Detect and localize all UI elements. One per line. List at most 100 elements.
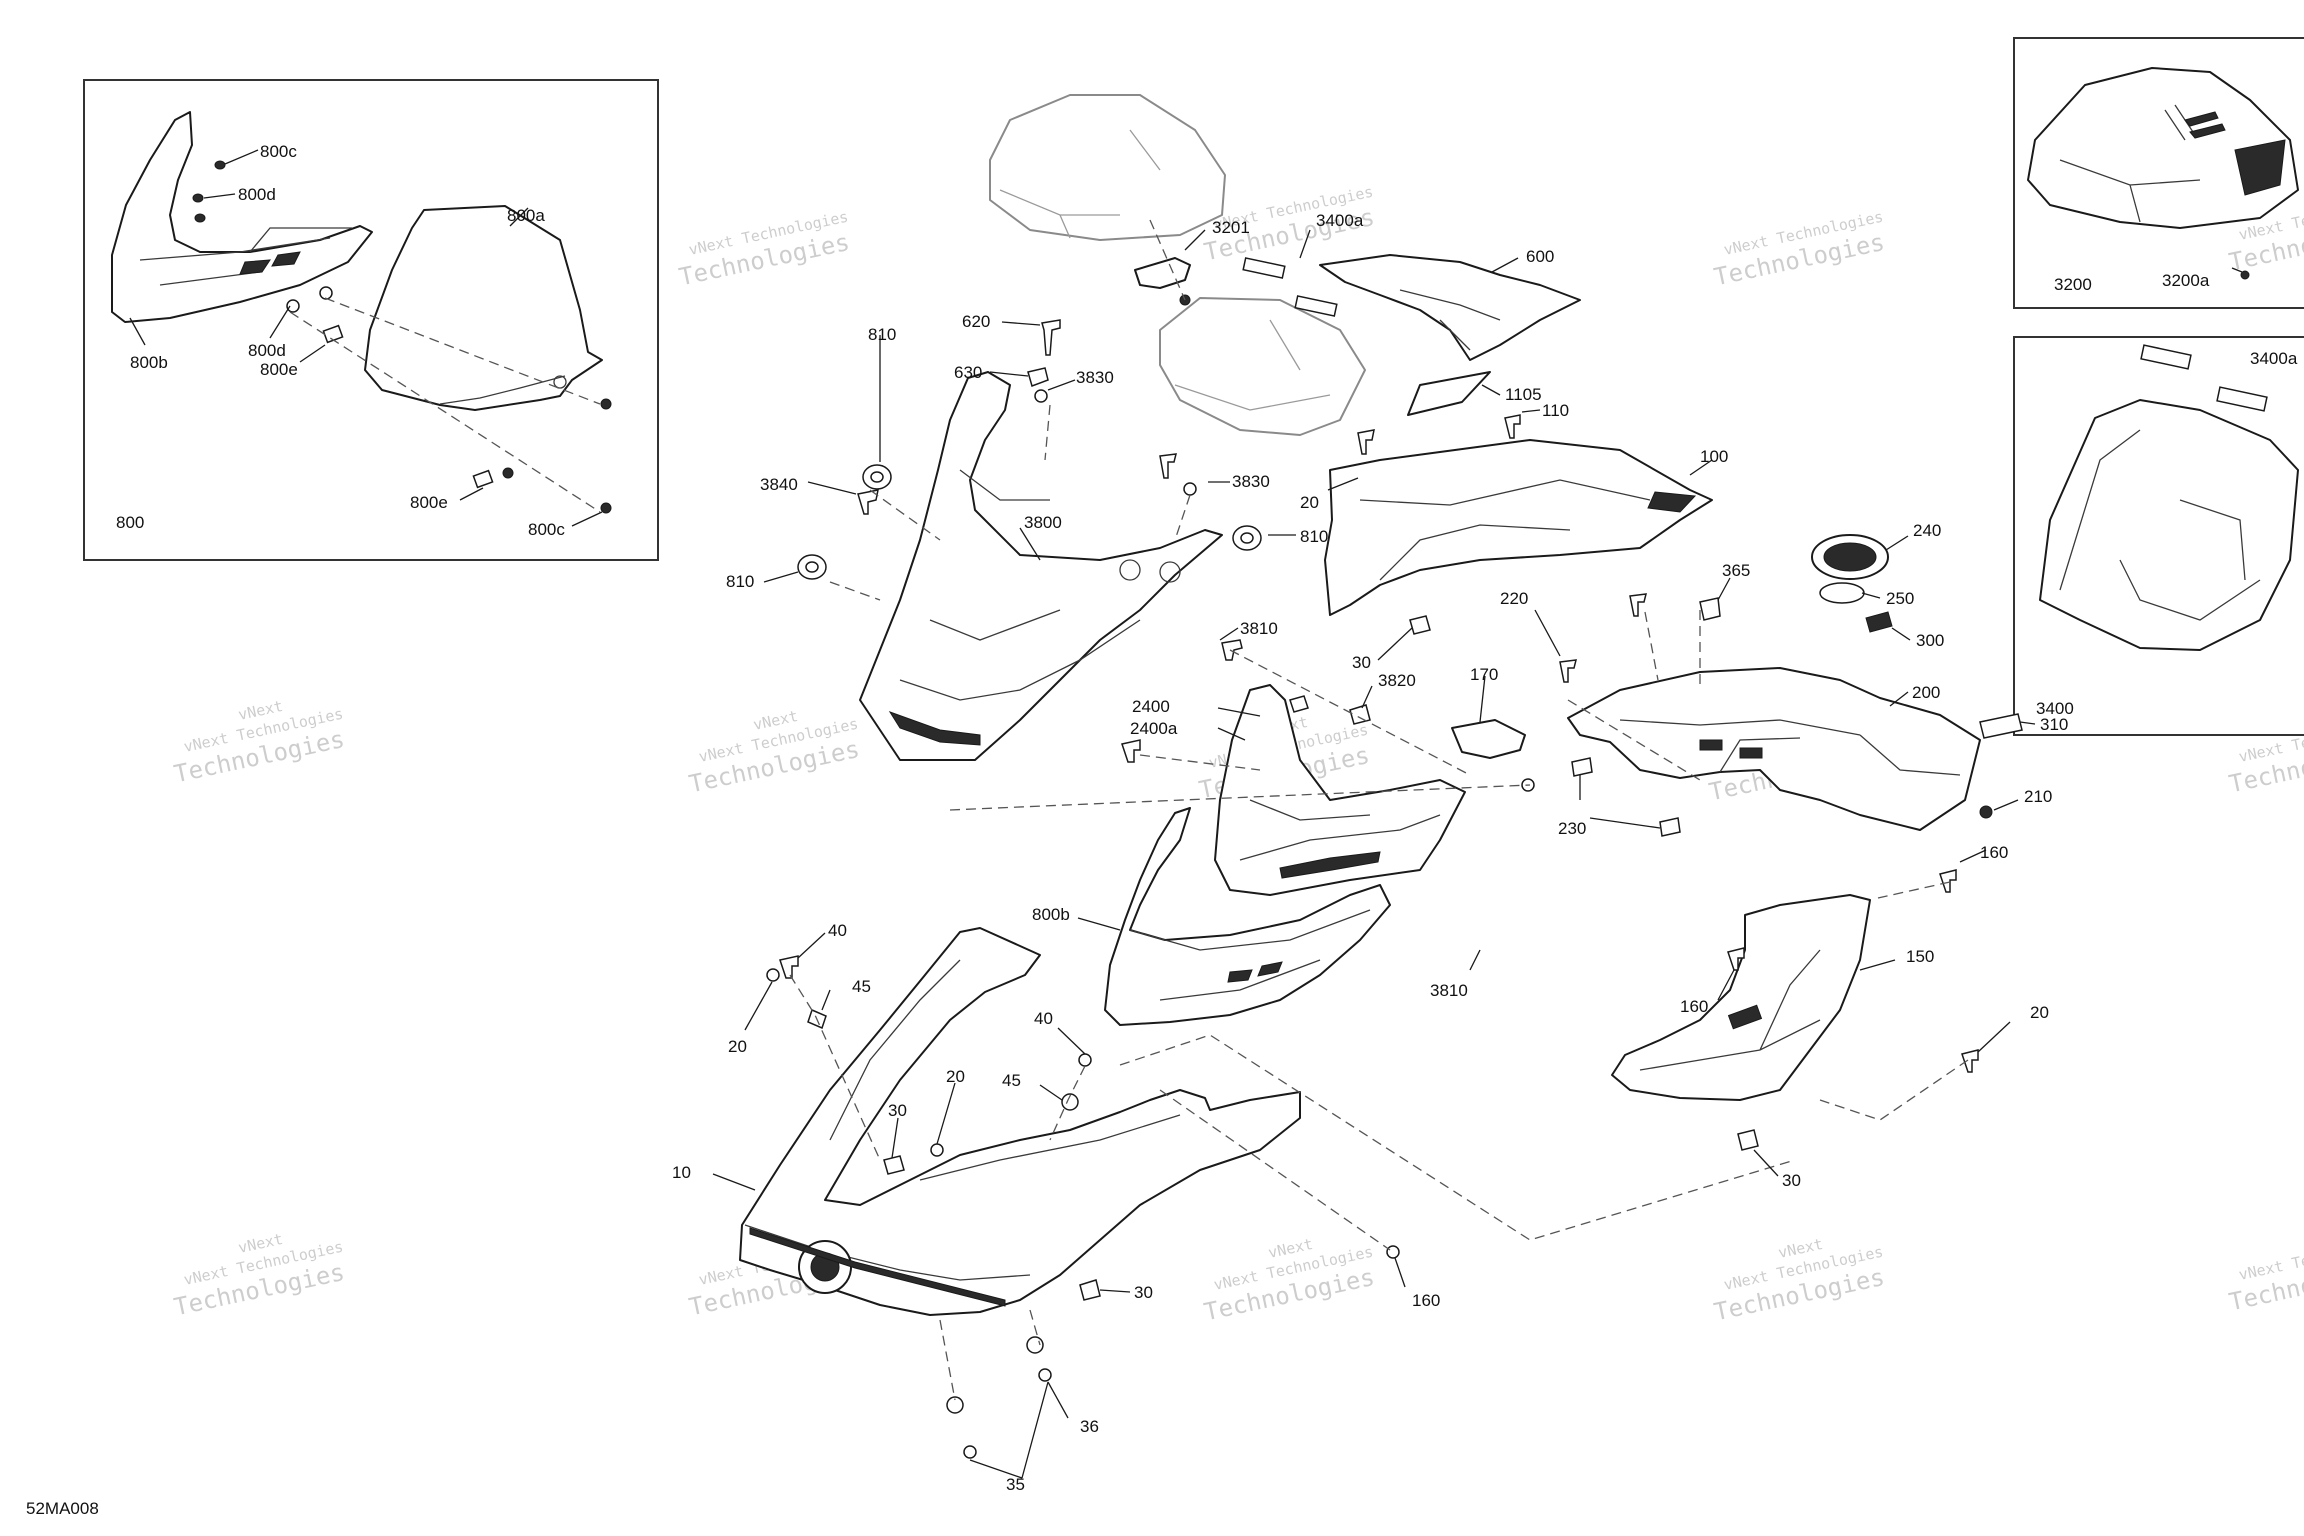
assembly-line [289,311,601,513]
callout-3840: 3840 [760,475,798,494]
figure-code: 52MA008 [26,1499,99,1518]
callout-2400: 2400 [1132,697,1170,716]
grommet-800e-2 [472,469,494,489]
screw-20-c [1961,1049,1979,1073]
leader-30-c [891,1117,899,1159]
part-100-detail [1359,479,1651,581]
inset-frame [83,79,659,561]
leader-800c [224,149,259,165]
callout-20: 20 [1300,493,1319,512]
leader-800d [203,193,236,199]
part-800b-lower-cover [1104,807,1391,1026]
screw-40 [779,955,799,979]
part-170-trim [1451,719,1526,759]
nut-800c-2 [600,502,612,514]
leader-20-c [744,981,773,1031]
part-300-clip [1865,611,1893,633]
leader-3800 [1019,527,1041,561]
callout-150: 150 [1906,947,1934,966]
assembly-line [1819,1059,1969,1121]
part-150-vent [1727,1004,1763,1030]
leader-110 [1521,409,1541,413]
part-800a-hole [553,375,567,389]
washer-800d [286,299,300,313]
screw-160 [1939,869,1957,893]
fastener-800d [192,193,204,203]
callout-800b: 800b [1032,905,1070,924]
leader-365 [1717,577,1731,601]
assembly-line [1149,219,1186,301]
part-310-gasket [1979,713,2023,739]
callout-3830: 3830 [1076,368,1114,387]
callout-810-b: 810 [1300,527,1328,546]
part-200-detail [1619,719,1961,776]
leader-620 [1001,321,1041,326]
spacer-365 [1699,597,1721,621]
callout-labels: 3201 3400a 600 620 630 3830 810 3840 380… [672,211,2068,1494]
part-2400-headlight [1214,684,1466,896]
callout-620: 620 [962,312,990,331]
callout-45: 45 [852,977,871,996]
fastener-800c [214,160,226,170]
callout-800b: 800b [130,353,168,372]
callout-3400a-inset: 3400a [2250,349,2298,368]
leader-1105 [1481,384,1501,396]
clip-630 [1027,367,1049,387]
assembly-line [1644,611,1659,681]
ghost-tray [1159,297,1366,436]
callout-40: 40 [828,921,847,940]
part-10-lower-fairing [739,927,1301,1316]
part-150-detail [1639,949,1821,1071]
part-150-side-cover [1611,894,1871,1101]
callout-30-b: 30 [888,1101,907,1120]
part-100-vent [1647,491,1697,513]
assembly-line [949,784,1531,811]
leader-800d-2 [269,305,291,339]
callout-310: 310 [2040,715,2068,734]
leader-810-c [763,571,799,583]
washer-45-b [1061,1093,1079,1111]
clip-30-c [883,1155,905,1175]
leader-3810-b [1469,949,1481,971]
nut-800e [502,467,514,479]
assembly-line [1049,1065,1086,1141]
nut-36 [1038,1368,1052,1382]
callout-160-b: 160 [1680,997,1708,1016]
leader-160 [1959,849,1987,863]
assembly-line [829,581,881,601]
leader-150 [1859,959,1896,971]
part-3800-detail [899,469,1141,701]
clip-30-b [1737,1129,1759,1151]
grommet-810-3-inner [805,561,819,573]
leader-800a [509,207,529,227]
screw-110 [1504,414,1521,439]
part-1105-strip [1407,371,1491,416]
callout-810-c: 810 [726,572,754,591]
callout-10: 10 [672,1163,691,1182]
pad-3400a-2 [1294,295,1338,317]
callout-20-b: 20 [2030,1003,2049,1022]
leader-45-b [1039,1084,1063,1101]
watermark: vNext Technologies Technologies [1712,208,1887,292]
watermark: vNext Technologies Technologies [2227,715,2304,799]
callout-300: 300 [1916,631,1944,650]
part-600-trim [1319,254,1581,361]
callout-36: 36 [1080,1417,1099,1436]
callout-630: 630 [954,363,982,382]
part-2400-lens [1279,851,1381,879]
leader-30 [1377,627,1413,661]
part-800b-lower-vent [1227,961,1283,983]
leader-600 [1491,257,1519,273]
nut-210 [1979,805,1993,819]
leader-300 [1891,627,1911,641]
fastener-3200a [2240,270,2250,280]
assembly-line [869,489,941,541]
assembly-line [1567,699,1701,781]
part-10-trim [749,1227,1006,1307]
leader-20-b [1977,1021,2011,1053]
leader-3400a [1299,229,1311,259]
callout-800c: 800c [260,142,297,161]
callout-3200a: 3200a [2162,271,2210,290]
leader-3840 [807,481,857,495]
assembly-line [939,1319,956,1401]
